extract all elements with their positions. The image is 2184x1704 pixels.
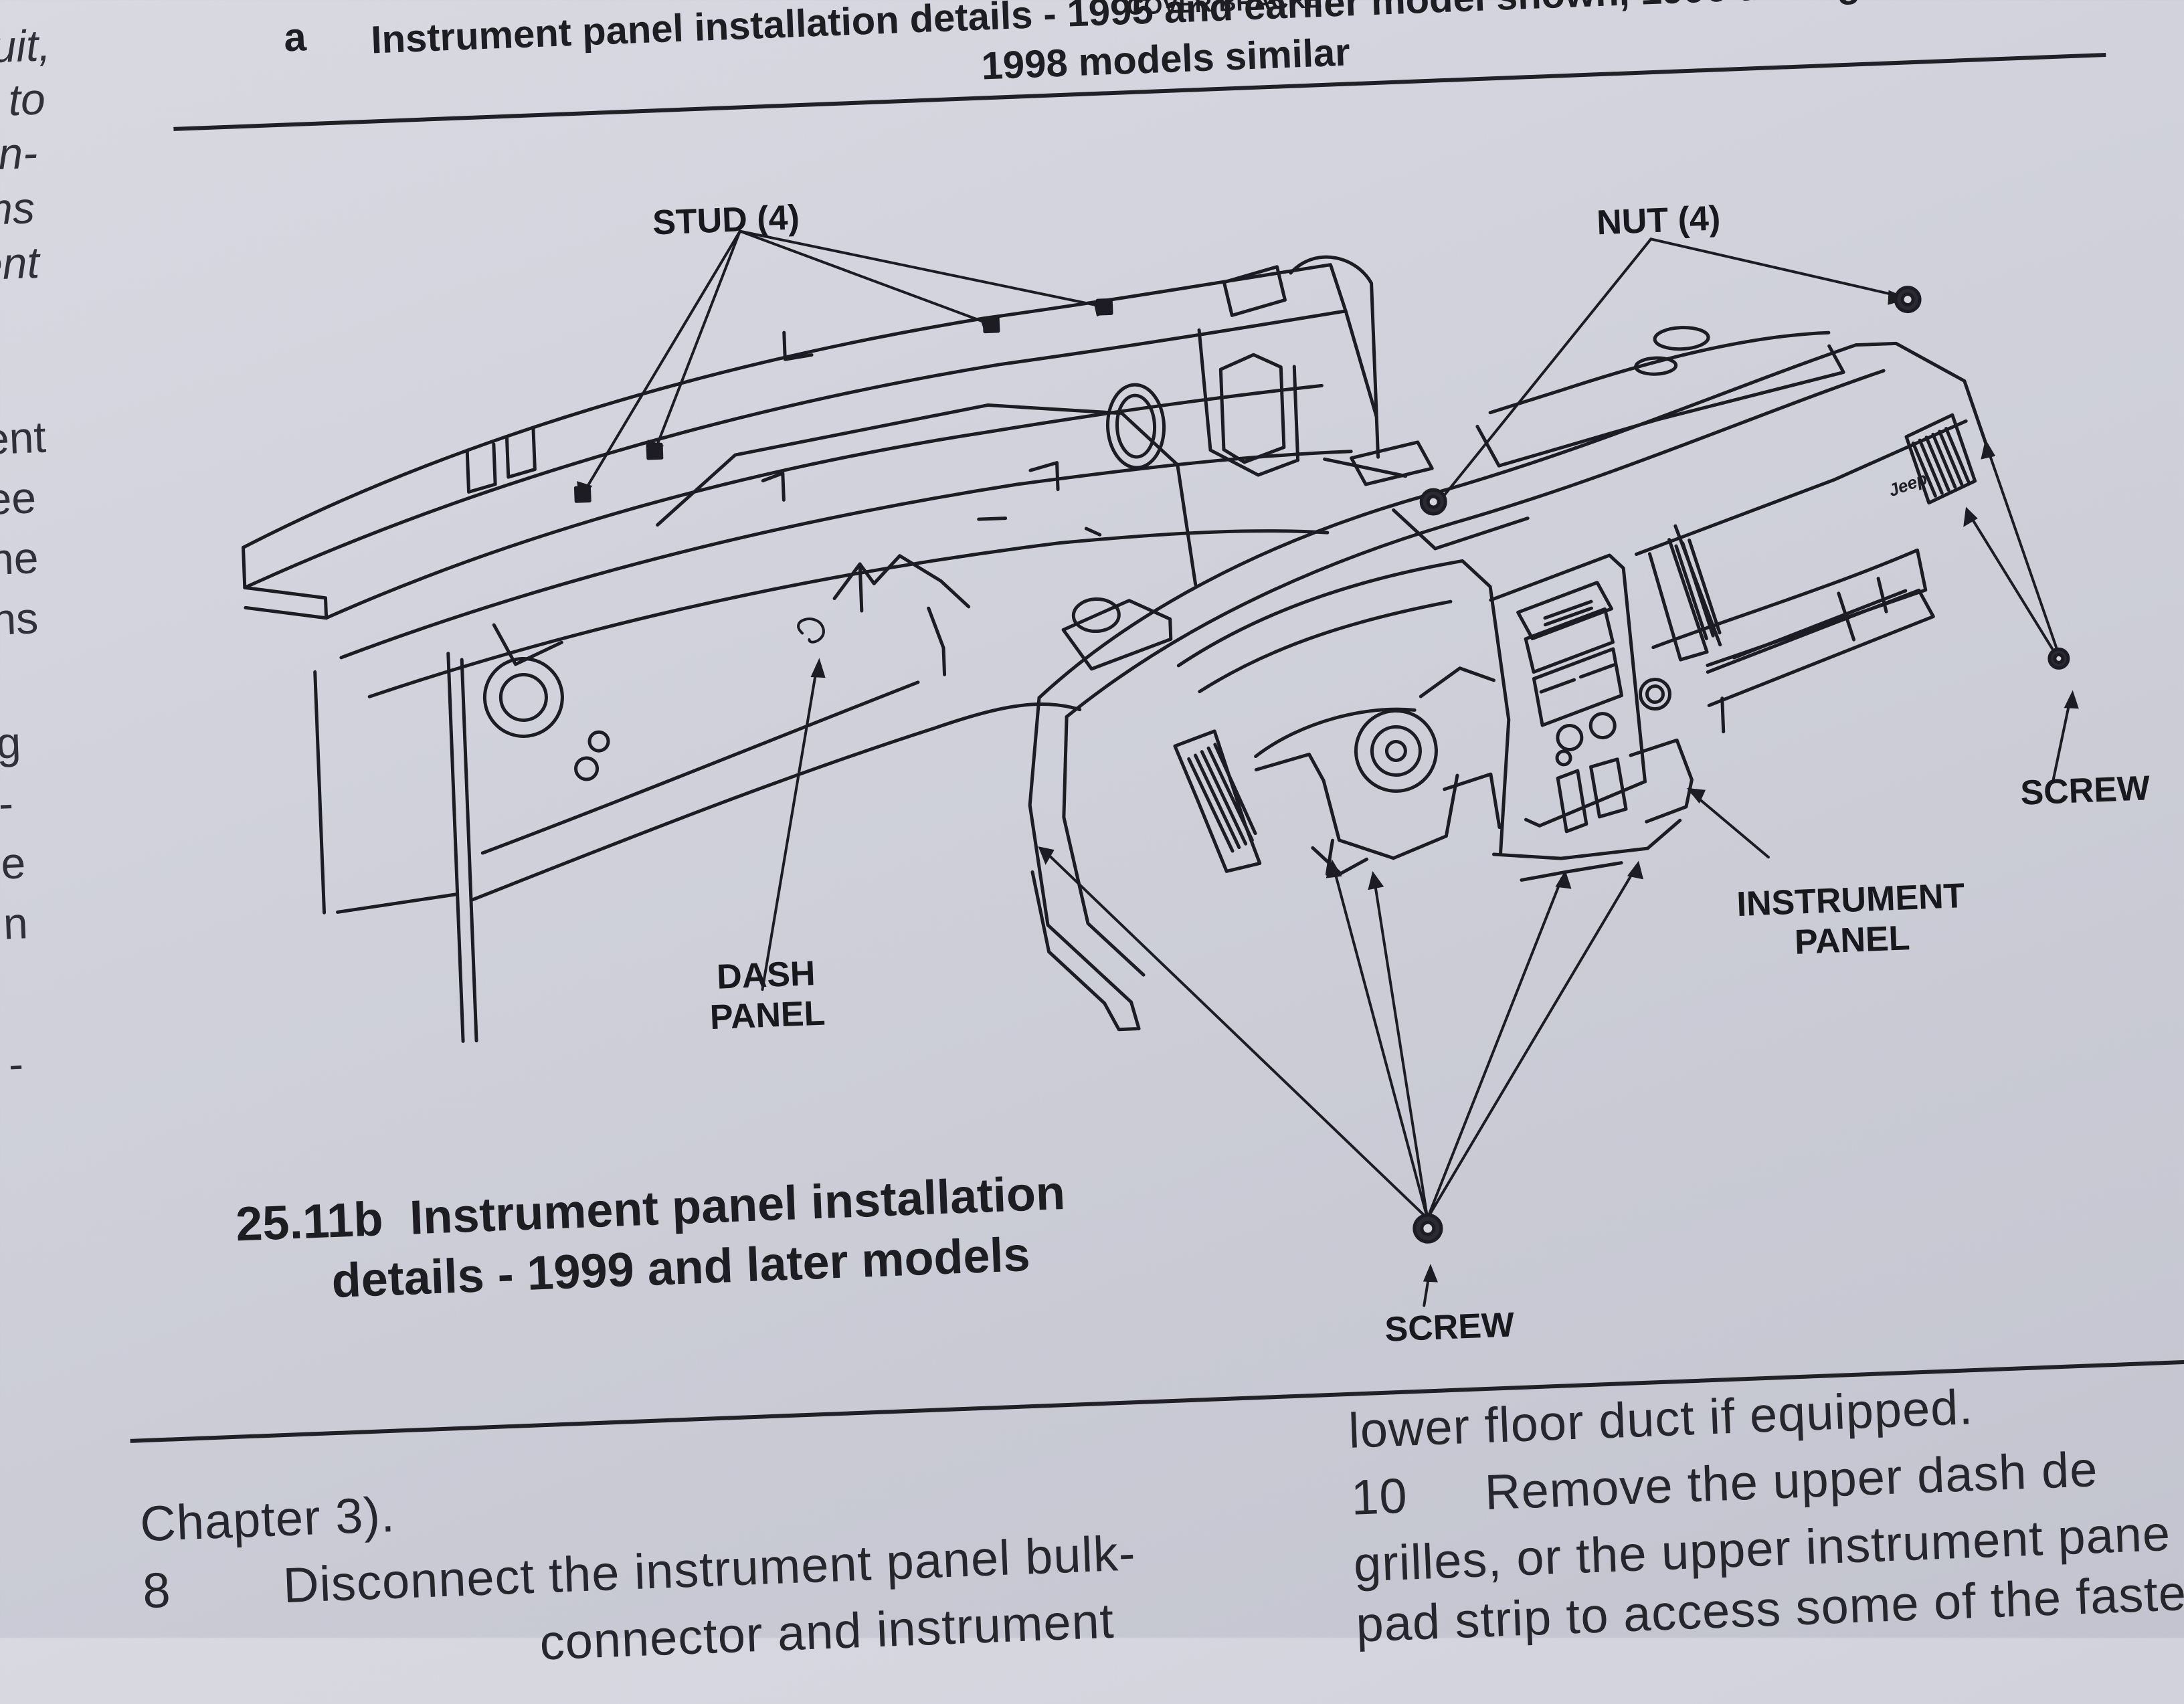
dash-panel-callout: DASH PANEL — [708, 954, 826, 1038]
arrowheads — [577, 290, 2079, 1283]
instrument-panel-callout: INSTRUMENT PANEL — [1736, 876, 1967, 965]
left-col-line1: Chapter 3). — [139, 1486, 396, 1552]
step-10-number: 10 — [1350, 1467, 1409, 1525]
figure-number: 25.11b — [234, 1192, 384, 1252]
stud-callout: STUD (4) — [652, 198, 800, 243]
screw-callout-bottom: SCREW — [1384, 1305, 1516, 1349]
fastener-icons — [797, 286, 2070, 1244]
dash-panel-callout-line2: PANEL — [709, 993, 826, 1037]
dash-panel-drawing — [241, 255, 1434, 1043]
nut-callout: NUT (4) — [1596, 199, 1722, 243]
dash-panel-callout-line1: DASH — [716, 954, 816, 997]
leader-lines — [581, 229, 2072, 1307]
step-8-number: 8 — [141, 1561, 172, 1619]
instrument-panel-drawing — [1028, 326, 1989, 1032]
screw-callout-right: SCREW — [2019, 769, 2151, 813]
